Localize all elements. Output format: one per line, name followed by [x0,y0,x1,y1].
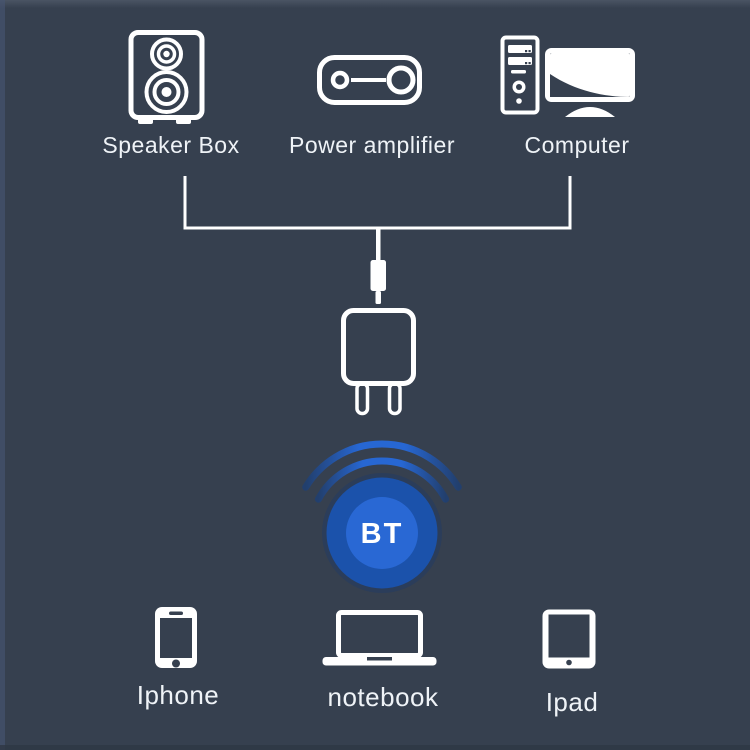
left-edge-highlight [0,0,5,750]
bt-halo [322,473,442,593]
source-power-amplifier [317,55,422,105]
receiver-label-notebook: notebook [327,682,439,712]
speaker-icon [128,30,205,124]
tablet-icon [542,609,596,669]
source-label-speaker-box: Speaker Box [102,132,240,158]
top-edge-highlight [0,0,750,8]
source-label-computer: Computer [524,132,630,158]
source-computer [500,33,635,123]
receiver-label-iphone: Iphone [136,680,220,710]
bt-label: BT [361,518,404,550]
receiver-ipad [542,609,596,669]
bt-outer-circle [326,477,438,589]
usb-power-adapter-icon [341,308,416,416]
signal-arcs-icon [302,440,462,503]
amplifier-icon [317,55,422,105]
source-speaker-box [128,30,205,126]
laptop-icon [322,610,437,666]
smartphone-icon [155,607,197,668]
bt-inner-circle [346,497,418,569]
source-label-power-amplifier: Power amplifier [289,132,455,158]
bottom-edge-shadow [0,745,750,750]
receiver-iphone [154,606,198,669]
receiver-label-ipad: Ipad [545,687,599,717]
receiver-notebook [322,610,437,667]
audio-jack-plug-icon [370,260,386,291]
cable-line [376,228,381,262]
desktop-computer-icon [500,35,635,117]
